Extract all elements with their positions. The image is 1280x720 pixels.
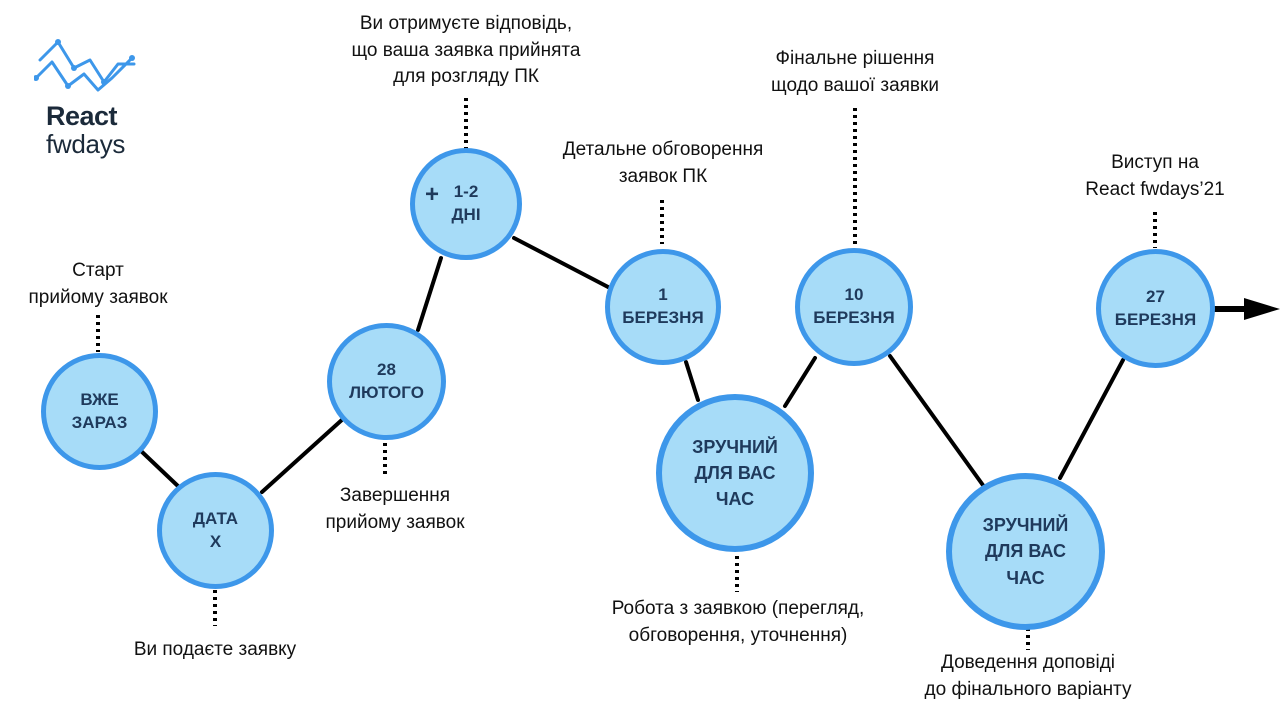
milestone-mar-10-month: БЕРЕЗНЯ — [813, 308, 895, 327]
milestone-convenient-time-1: ЗРУЧНИЙ ДЛЯ ВАС ЧАС — [656, 394, 814, 552]
milestone-mar-27: 27 БЕРЕЗНЯ — [1096, 249, 1215, 368]
milestone-convenient-time-1-line-2: ДЛЯ ВАС — [694, 462, 776, 483]
label-work: Робота з заявкою (перегляд, обговорення,… — [570, 596, 906, 649]
milestone-convenient-time-1-line-3: ЧАС — [715, 489, 755, 510]
milestone-days-line-2: ДНІ — [451, 205, 481, 224]
logo-title: React — [46, 101, 118, 131]
label-response-line-1: Ви отримуєте відповідь, — [359, 13, 573, 34]
label-talk-line-1: Виступ на — [1111, 152, 1199, 173]
label-discussion: Детальне обговорення заявок ПК — [532, 137, 794, 190]
milestone-feb-28-month: ЛЮТОГО — [349, 382, 424, 402]
logo-subtitle: fwdays — [46, 129, 126, 159]
connector-now-datex — [138, 448, 182, 490]
milestone-feb-28-day: 28 — [377, 359, 396, 379]
milestone-days-line-1: 1-2 — [453, 182, 479, 202]
milestone-convenient-time-2-line-1: ЗРУЧНИЙ — [982, 515, 1069, 536]
label-response-line-2: що ваша заявка прийнята — [351, 39, 581, 61]
label-response: Ви отримуєте відповідь, що ваша заявка п… — [318, 11, 614, 91]
milestone-convenient-time-2-line-3: ЧАС — [1006, 567, 1045, 588]
label-discussion-line-1: Детальне обговорення — [562, 139, 764, 160]
milestone-date-x-line-2: X — [209, 531, 222, 551]
label-response-line-3: для розгляду ПК — [393, 66, 539, 88]
label-end-intake: Завершення прийому заявок — [305, 483, 485, 536]
milestone-now-line-1: ВЖЕ — [80, 389, 119, 409]
label-end-intake-line-1: Завершення — [339, 485, 451, 506]
label-start-line-2: прийому заявок — [28, 286, 168, 308]
label-start: Старт прийому заявок — [28, 258, 168, 311]
milestone-convenient-time-1-line-1: ЗРУЧНИЙ — [692, 436, 778, 457]
label-start-line-1: Старт — [72, 260, 124, 281]
label-final-decision: Фінальне рішення щодо вашої заявки — [742, 46, 968, 99]
label-finalize: Доведення доповіді до фінального варіант… — [892, 650, 1164, 703]
label-submit-line-1: Ви подаєте заявку — [133, 639, 297, 660]
label-talk-line-2: React fwdays’21 — [1085, 178, 1225, 200]
milestone-convenient-time-2: ЗРУЧНИЙ ДЛЯ ВАС ЧАС — [946, 473, 1105, 630]
milestone-mar-10: 10 БЕРЕЗНЯ — [795, 248, 913, 366]
connector-conv1-mar10 — [783, 356, 817, 408]
label-final-decision-line-2: щодо вашої заявки — [771, 74, 939, 96]
timeline-arrowhead — [1244, 298, 1280, 320]
label-talk: Виступ на React fwdays’21 — [1062, 150, 1248, 203]
label-work-line-1: Робота з заявкою (перегляд, — [611, 598, 865, 619]
milestone-mar-10-day: 10 — [844, 285, 864, 305]
milestone-mar-27-month: БЕРЕЗНЯ — [1114, 309, 1197, 329]
connector-mar10-conv2 — [888, 354, 987, 490]
label-work-line-2: обговорення, уточнення) — [628, 624, 848, 646]
connector-feb28-days — [416, 256, 443, 332]
logo-wave-icon — [34, 39, 136, 92]
connector-mar1-conv1 — [684, 360, 700, 402]
milestone-mar-27-day: 27 — [1146, 286, 1165, 306]
label-final-decision-line-1: Фінальне рішення — [775, 48, 935, 69]
milestone-now: ВЖЕ ЗАРАЗ — [41, 353, 158, 470]
milestone-feb-28: 28 ЛЮТОГО — [327, 323, 446, 440]
milestone-mar-1-month: БЕРЕЗНЯ — [622, 308, 704, 327]
milestone-days: + 1-2 ДНІ — [410, 148, 522, 260]
milestone-date-x: ДАТА X — [157, 472, 274, 589]
milestone-mar-1-day: 1 — [658, 285, 668, 305]
milestone-now-line-2: ЗАРАЗ — [71, 412, 128, 432]
label-end-intake-line-2: прийому заявок — [325, 511, 465, 533]
label-finalize-line-2: до фінального варіанту — [924, 678, 1132, 700]
connector-conv2-mar27 — [1058, 358, 1125, 480]
label-submit: Ви подаєте заявку — [105, 637, 325, 664]
milestone-convenient-time-2-line-2: ДЛЯ ВАС — [984, 541, 1067, 562]
connector-datex-feb28 — [260, 416, 346, 494]
label-discussion-line-2: заявок ПК — [618, 165, 708, 187]
connector-days-mar1 — [512, 236, 612, 290]
react-fwdays-logo: React fwdays — [34, 38, 144, 159]
milestone-mar-1: 1 БЕРЕЗНЯ — [605, 249, 721, 365]
label-finalize-line-1: Доведення доповіді — [940, 652, 1115, 673]
milestone-days-plus: + — [425, 181, 440, 208]
milestone-date-x-line-1: ДАТА — [192, 508, 239, 528]
